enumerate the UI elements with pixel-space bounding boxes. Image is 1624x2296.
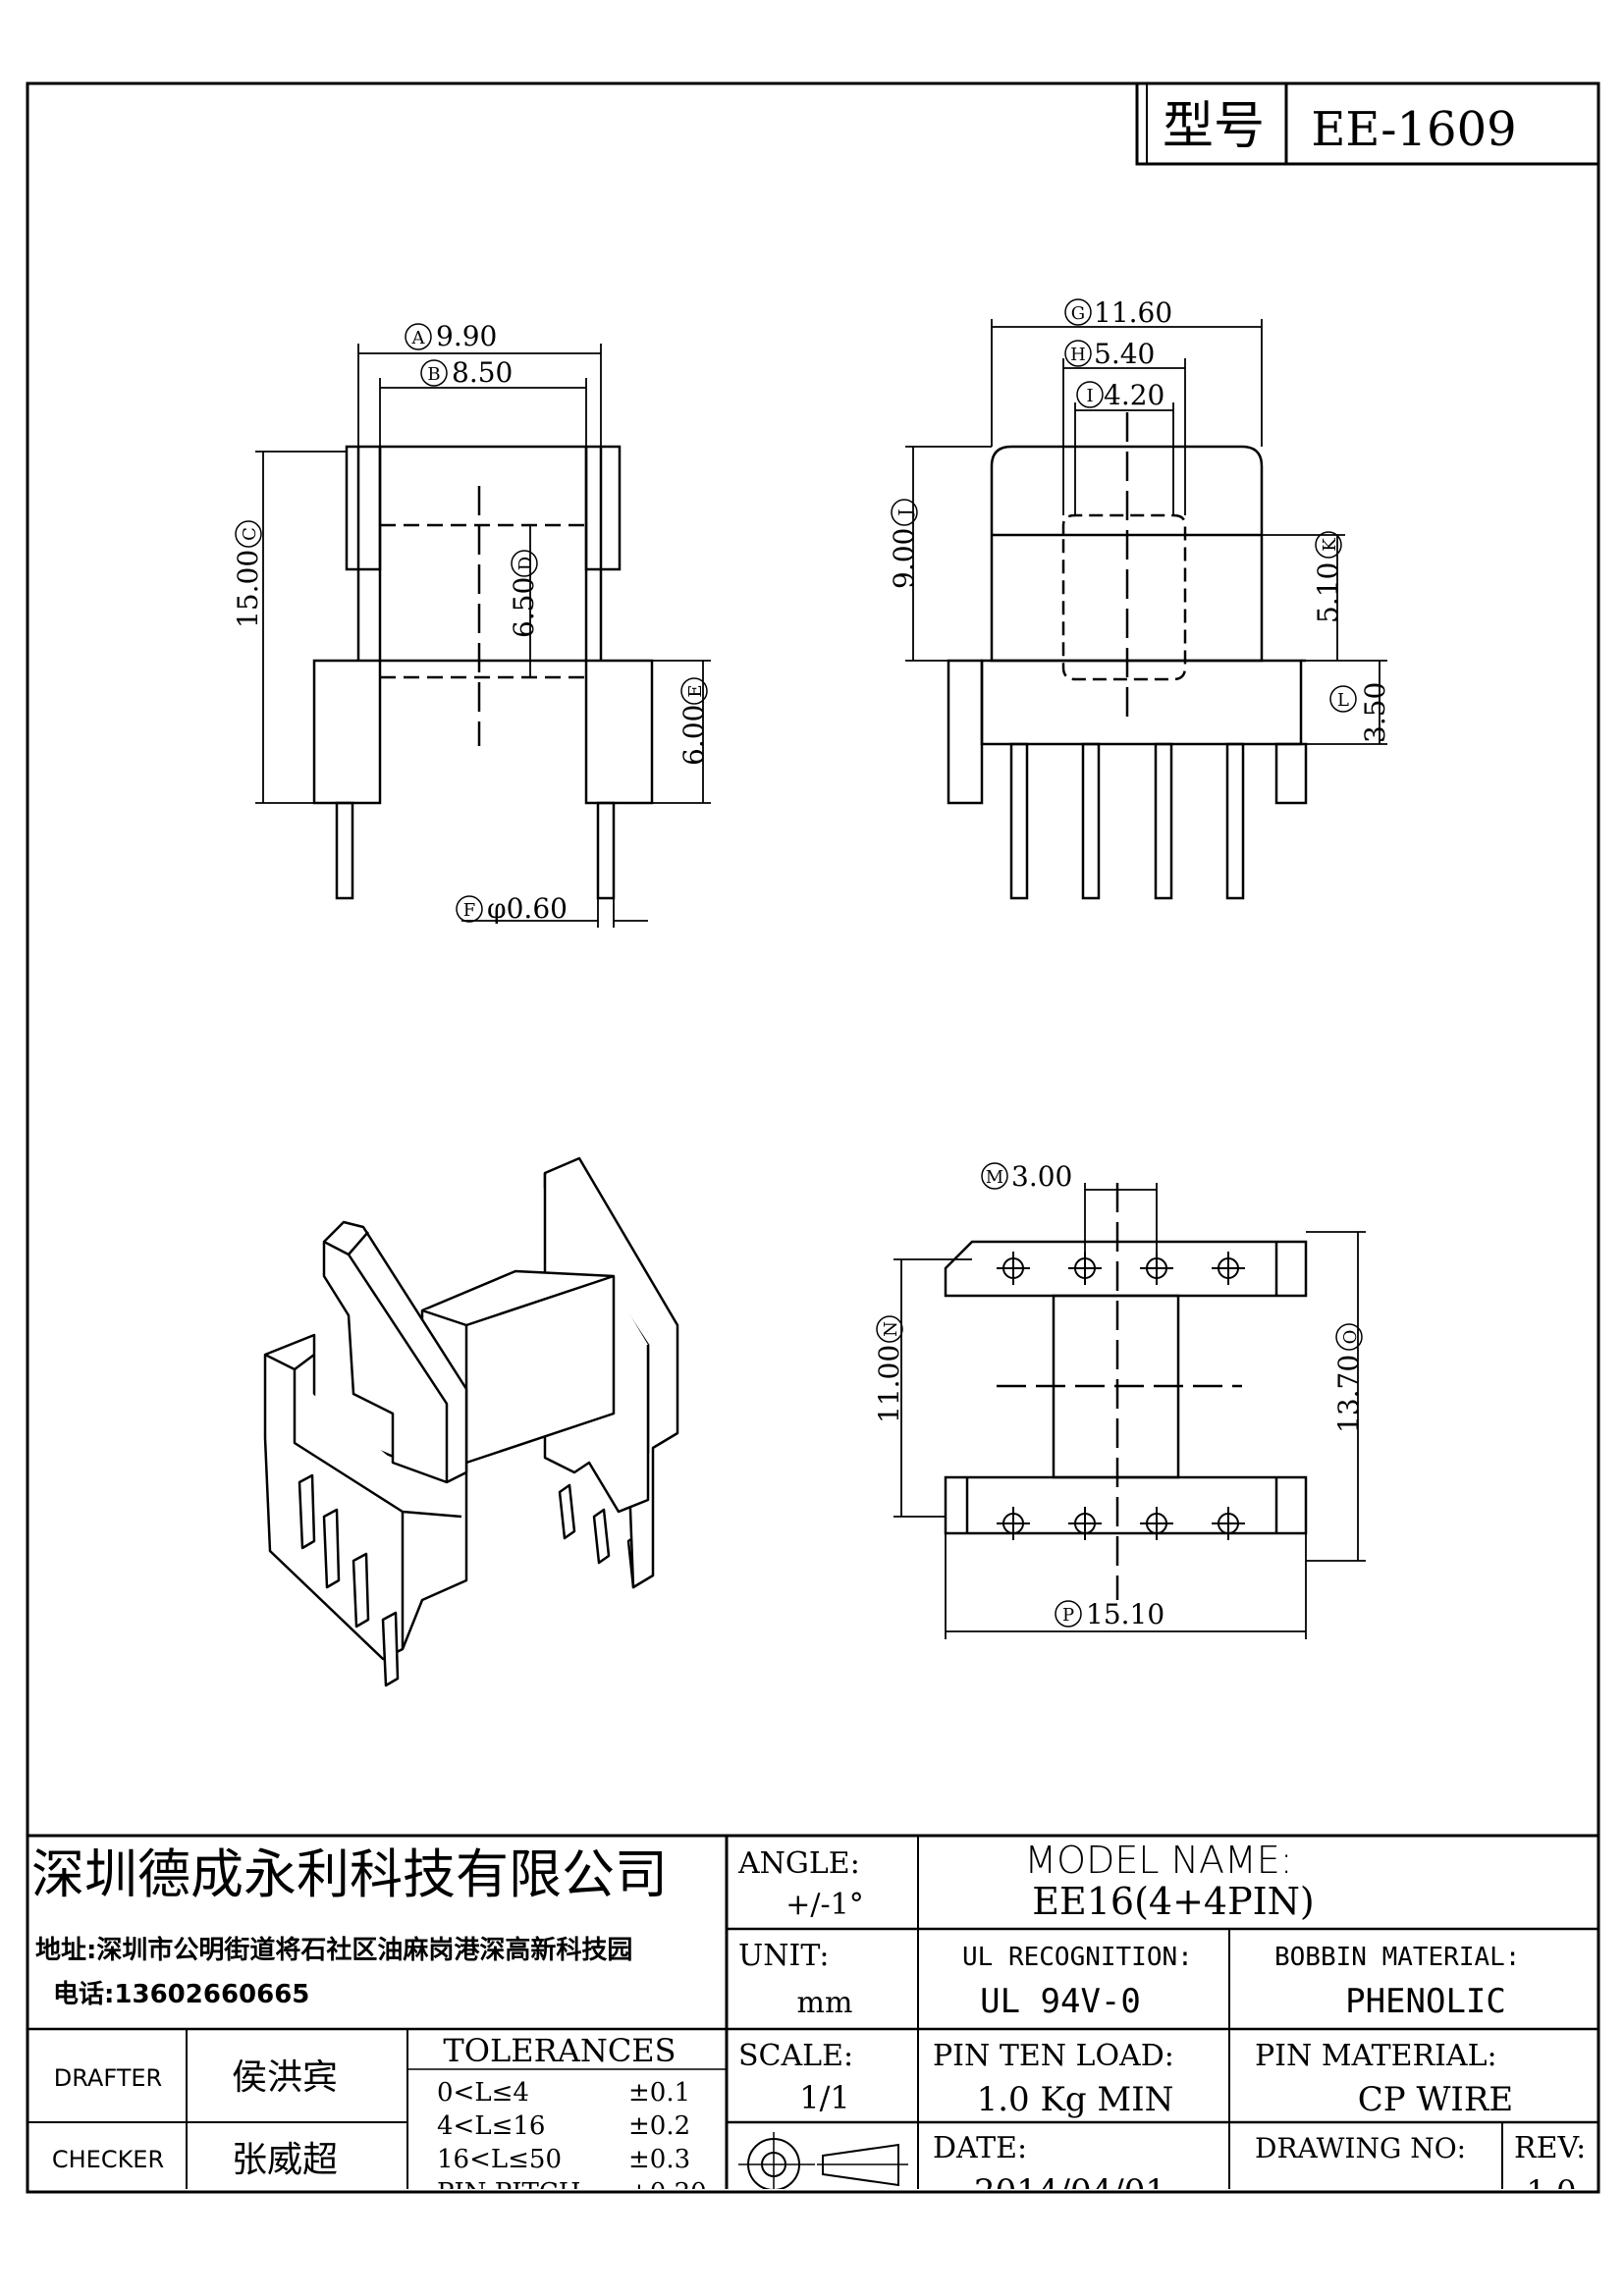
isometric-view (263, 1156, 679, 1687)
dim-l: 3.50 (1359, 682, 1391, 743)
sheet-border (26, 81, 1600, 2194)
front-view (312, 445, 654, 900)
tolerance-value-4: ±0.20 (628, 2178, 707, 2208)
side-view-dimensions (905, 319, 1387, 745)
company-address: 地址:深圳市公明街道将石社区油麻岗港深高新科技园 (35, 1935, 632, 1965)
unit-value: mm (797, 1986, 853, 2020)
front-view-dimensions (255, 344, 711, 928)
bottom-view (944, 1183, 1308, 1600)
dim-d: 6.50 (508, 577, 540, 638)
tolerance-value-3: ±0.3 (628, 2145, 690, 2174)
model-value: EE-1609 (1311, 102, 1516, 157)
pin-material-label: PIN MATERIAL: (1255, 2039, 1497, 2073)
svg-text:D: D (515, 557, 536, 570)
dim-i: 4.20 (1104, 379, 1164, 411)
dim-j: 9.00 (888, 528, 920, 589)
tolerance-range-1: 0<L≤4 (437, 2078, 529, 2108)
company-phone: 电话:13602660665 (53, 1980, 309, 2009)
svg-text:E: E (685, 684, 706, 697)
dim-a: 9.90 (436, 320, 497, 352)
dim-h: 5.40 (1094, 338, 1155, 370)
angle-label: ANGLE: (737, 1846, 860, 1881)
dim-e: 6.00 (677, 705, 710, 766)
svg-text:H: H (1070, 345, 1086, 365)
scale-label: SCALE: (738, 2039, 853, 2073)
rev-value: 1.0 (1527, 2173, 1577, 2211)
dim-o: 13.70 (1332, 1355, 1365, 1433)
company-name: 深圳德成永利科技有限公司 (31, 1843, 668, 1905)
model-box: 型号 EE-1609 (1135, 81, 1600, 166)
ul-value: UL 94V-0 (980, 1982, 1141, 2021)
svg-text:N: N (881, 1321, 901, 1337)
rev-label: REV: (1514, 2131, 1586, 2165)
svg-text:B: B (427, 364, 440, 385)
svg-text:C: C (240, 527, 260, 541)
bottom-view-dimensions (893, 1183, 1366, 1639)
title-block-grid (27, 1834, 1598, 2189)
title-block-text: 深圳德成永利科技有限公司 地址:深圳市公明街道将石社区油麻岗港深高新科技园 电话… (31, 1839, 1586, 2212)
drafter-name: 侯洪宾 (232, 2057, 338, 2098)
svg-text:I: I (1086, 386, 1093, 406)
bobbin-material-label: BOBBIN MATERIAL: (1274, 1943, 1520, 1972)
dim-m: 3.00 (1011, 1160, 1072, 1193)
checker-label: CHECKER (52, 2146, 164, 2173)
model-name-value: EE16(4+4PIN) (1032, 1880, 1315, 1923)
svg-text:L: L (1337, 690, 1349, 711)
svg-text:F: F (463, 900, 476, 921)
tolerance-range-3: 16<L≤50 (437, 2145, 562, 2174)
side-view-labels: G 11.60 H 5.40 I 4.20 9.00 J 5.10 K L 3.… (888, 296, 1391, 743)
svg-text:G: G (1071, 303, 1085, 324)
tolerances-label: TOLERANCES (443, 2032, 676, 2069)
svg-text:O: O (1340, 1330, 1361, 1345)
front-view-labels: A 9.90 B 8.50 15.00 C 6.50 D 6.00 E F φ0… (232, 320, 710, 925)
svg-text:K: K (1320, 538, 1340, 552)
bottom-view-labels: M 3.00 11.00 N 13.70 O P 15.10 (873, 1160, 1365, 1630)
tolerance-value-2: ±0.2 (628, 2111, 690, 2141)
model-label: 型号 (1163, 97, 1265, 156)
dim-n: 11.00 (873, 1345, 905, 1423)
dim-b: 8.50 (452, 356, 513, 389)
scale-value: 1/1 (799, 2079, 850, 2116)
drafter-label: DRAFTER (54, 2064, 162, 2092)
unit-label: UNIT: (738, 1939, 829, 1973)
dim-f: φ0.60 (487, 892, 568, 925)
date-value: 2014/04/01 (974, 2172, 1166, 2212)
dim-p: 15.10 (1086, 1598, 1164, 1630)
angle-value: +/-1° (785, 1888, 863, 1922)
drawing-no-label: DRAWING NO: (1255, 2132, 1466, 2164)
svg-text:P: P (1062, 1605, 1074, 1626)
pin-ten-load-label: PIN TEN LOAD: (933, 2039, 1174, 2073)
pin-material-value: CP WIRE (1358, 2080, 1514, 2119)
tolerance-value-1: ±0.1 (628, 2078, 690, 2108)
dim-k: 5.10 (1312, 562, 1344, 623)
pin-ten-load-value: 1.0 Kg MIN (977, 2080, 1174, 2119)
tolerance-range-2: 4<L≤16 (437, 2111, 545, 2141)
side-view (947, 412, 1308, 900)
dim-c: 15.00 (232, 550, 264, 628)
ul-label: UL RECOGNITION: (962, 1943, 1193, 1972)
svg-text:M: M (986, 1167, 1003, 1188)
dim-g: 11.60 (1094, 296, 1172, 329)
model-name-label: MODEL NAME: (1024, 1839, 1292, 1882)
checker-name: 张威超 (232, 2140, 338, 2180)
svg-text:J: J (895, 508, 916, 517)
tolerance-range-4: PIN PITCH (437, 2178, 580, 2208)
bobbin-material-value: PHENOLIC (1345, 1982, 1506, 2021)
svg-text:A: A (411, 328, 426, 348)
date-label: DATE: (933, 2131, 1027, 2165)
